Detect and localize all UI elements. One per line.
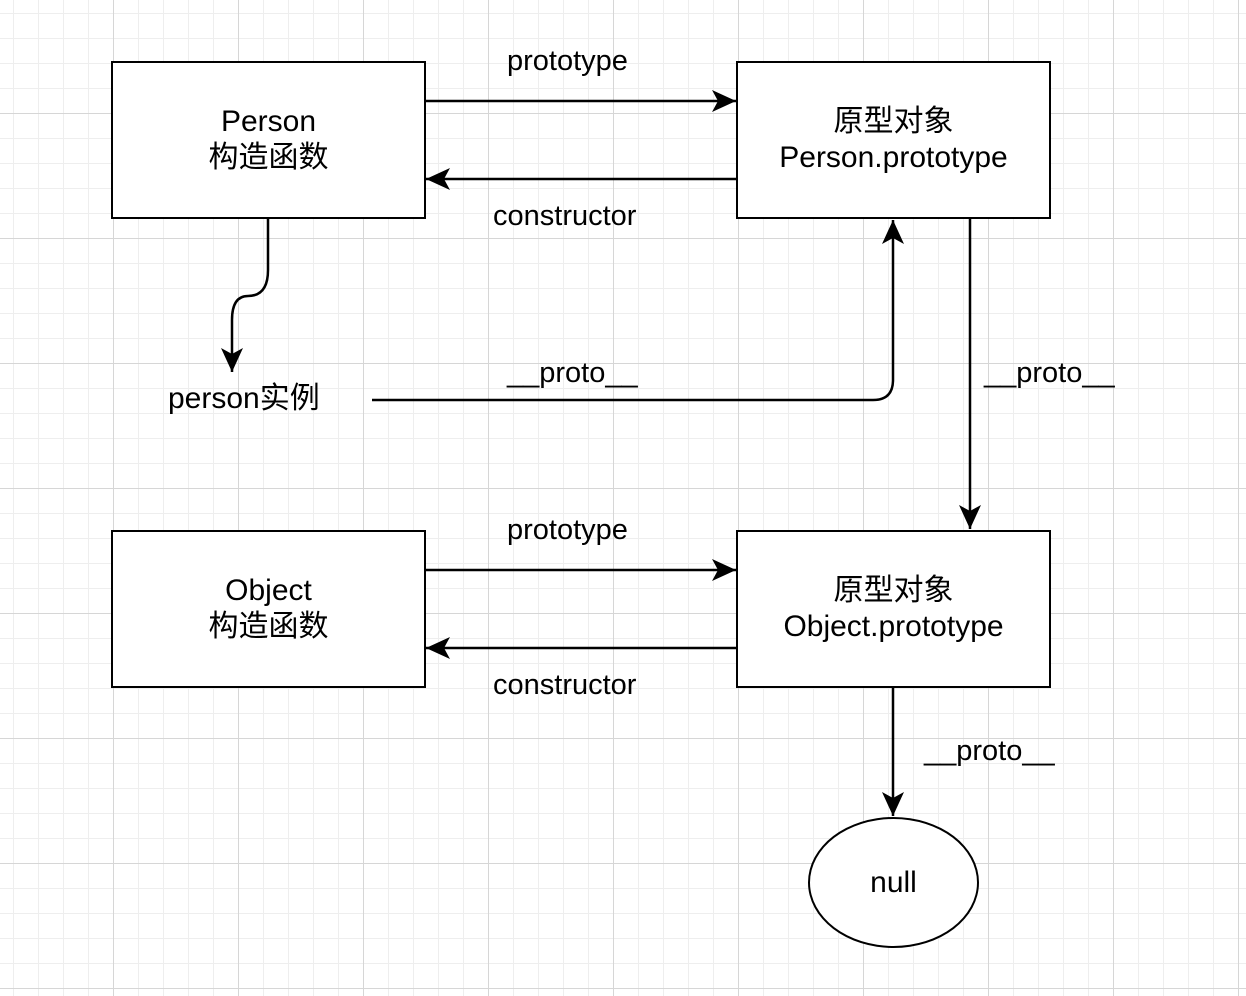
edge-label-person-constructor: constructor	[493, 200, 637, 232]
person-prototype-node[interactable]: 原型对象 Person.prototype	[736, 61, 1051, 219]
person-constructor-node[interactable]: Person 构造函数	[111, 61, 426, 219]
object-constructor-node[interactable]: Object 构造函数	[111, 530, 426, 688]
object-constructor-subtitle: 构造函数	[208, 610, 329, 643]
edge-label-object-proto-to-null: __proto__	[924, 735, 1055, 767]
person-constructor-title: Person	[220, 105, 317, 138]
edge-label-object-prototype: prototype	[507, 514, 628, 546]
person-prototype-subtitle: Person.prototype	[779, 141, 1008, 174]
edge-label-person-proto-to-object: __proto__	[984, 357, 1115, 389]
null-label: null	[870, 865, 917, 899]
null-node[interactable]: null	[808, 817, 979, 948]
person-instance-node[interactable]: person实例	[168, 382, 320, 415]
edge-label-instance-proto: __proto__	[507, 357, 638, 389]
object-prototype-title: 原型对象	[833, 574, 954, 607]
edge-instance-proto	[372, 220, 904, 402]
object-prototype-subtitle: Object.prototype	[783, 610, 1004, 643]
edge-label-object-constructor: constructor	[493, 669, 637, 701]
person-constructor-subtitle: 构造函数	[208, 141, 329, 174]
person-prototype-title: 原型对象	[833, 105, 954, 138]
object-constructor-title: Object	[225, 574, 312, 607]
edge-person-new-instance	[221, 218, 270, 372]
edge-label-person-prototype: prototype	[507, 45, 628, 77]
object-prototype-node[interactable]: 原型对象 Object.prototype	[736, 530, 1051, 688]
